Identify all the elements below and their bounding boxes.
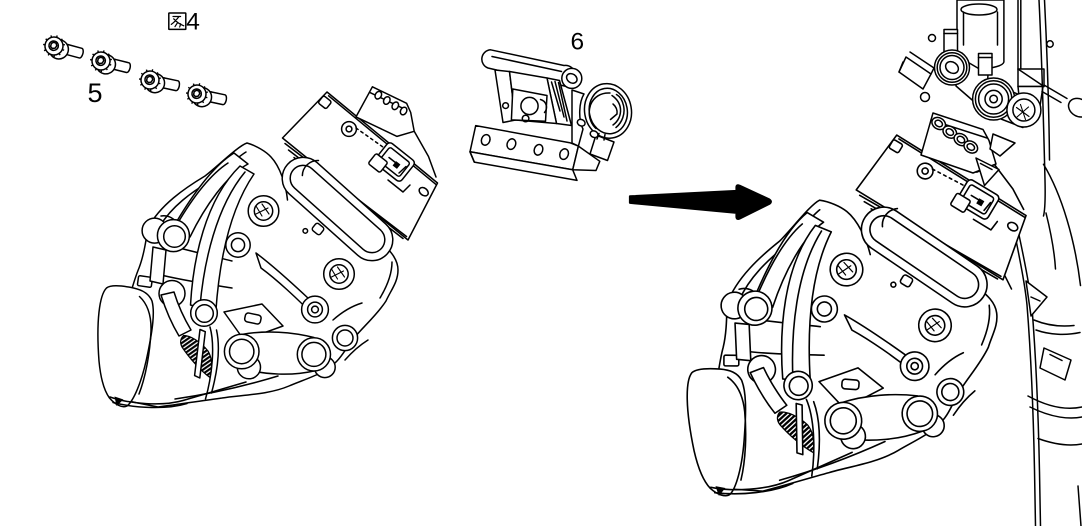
- svg-text:6: 6: [571, 28, 585, 55]
- svg-text:5: 5: [88, 78, 103, 108]
- svg-text:4: 4: [186, 9, 200, 36]
